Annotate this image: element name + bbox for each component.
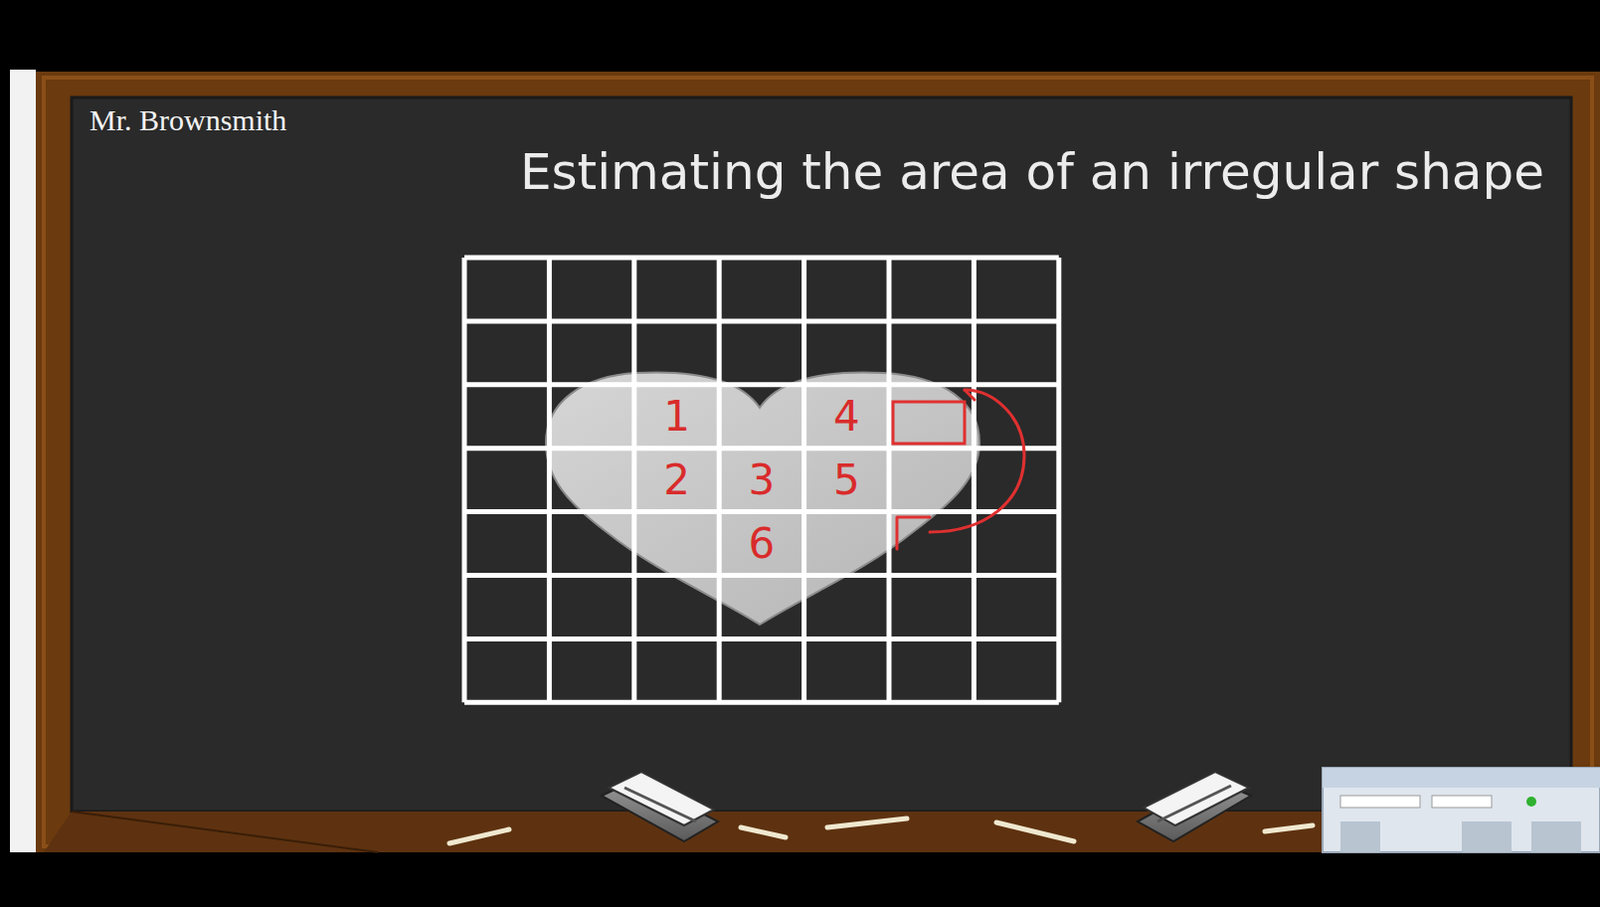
grid-line xyxy=(631,257,637,703)
board-frame xyxy=(35,71,1600,853)
cell-count-number: 6 xyxy=(748,520,776,566)
red-annotations xyxy=(892,389,1025,549)
cell-count-number: 4 xyxy=(833,393,861,440)
grid-line xyxy=(464,255,1060,261)
grid-line xyxy=(546,257,552,703)
grid-line xyxy=(971,257,977,703)
frame-highlight xyxy=(43,77,1593,847)
side-strip xyxy=(9,69,36,853)
grid-line xyxy=(801,257,807,703)
lesson-title: Estimating the area of an irregular shap… xyxy=(520,145,1545,200)
grid-line xyxy=(1056,257,1062,703)
cell-count-number: 3 xyxy=(748,457,776,504)
teacher-name: Mr. Brownsmith xyxy=(89,103,287,137)
eraser xyxy=(1137,771,1251,842)
grid-line xyxy=(464,318,1060,324)
grid-line xyxy=(462,257,468,703)
chalkboard xyxy=(71,97,1572,812)
grid-line xyxy=(887,257,892,703)
app-window-thumbnail xyxy=(1322,767,1600,853)
grid-line xyxy=(464,636,1060,642)
grid-line xyxy=(464,509,1060,515)
cell-count-number: 5 xyxy=(833,457,861,504)
eraser xyxy=(601,771,718,842)
grid-line xyxy=(464,381,1060,387)
square-grid xyxy=(464,257,1060,703)
cell-count-number: 2 xyxy=(663,457,691,504)
grid-line xyxy=(464,445,1060,451)
grid-line xyxy=(464,700,1060,706)
heart-shape xyxy=(545,371,980,625)
tray-edge xyxy=(71,811,378,853)
cell-count-number: 1 xyxy=(663,393,691,440)
grid-line xyxy=(464,572,1060,578)
grid-line xyxy=(716,257,722,703)
